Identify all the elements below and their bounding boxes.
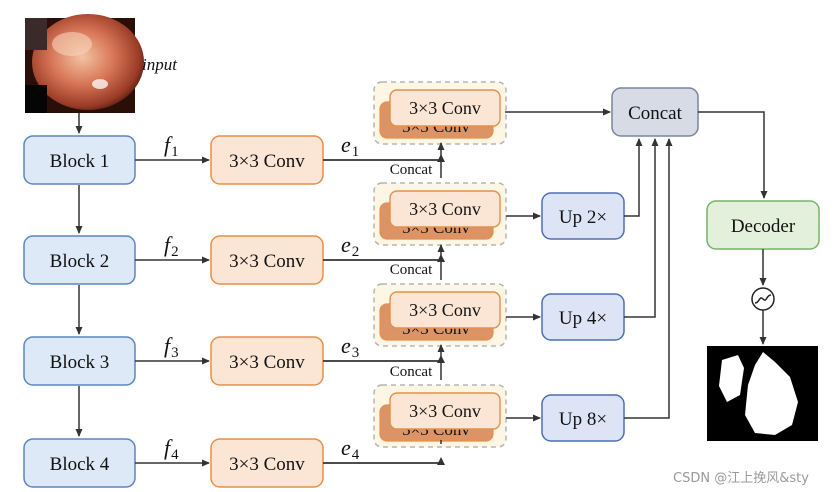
concat-small-label-1: Concat <box>390 162 433 178</box>
e-label-1: e1 <box>341 132 359 160</box>
up4-to-concat-arrow <box>624 138 659 318</box>
concat-main-label: Concat <box>628 103 683 124</box>
encoder-block-4: Block 4 <box>23 438 136 488</box>
conv-box-3: 3×3 Conv <box>210 336 324 386</box>
conv-label: 3×3 Conv <box>229 151 305 172</box>
up-sample-box-2: Up 4× <box>541 293 625 341</box>
encoder-block-label: Block 3 <box>50 352 110 373</box>
concat-small-label-3: Concat <box>390 364 433 380</box>
conv-front-label: 3×3 Conv <box>409 401 481 421</box>
conv-front-label: 3×3 Conv <box>409 199 481 219</box>
encoder-block-2: Block 2 <box>23 235 136 285</box>
up-sample-label: Up 2× <box>559 207 607 228</box>
encoder-block-3: Block 3 <box>23 336 136 386</box>
up2-to-concat-arrow <box>624 138 643 217</box>
feature-label-1: f1 <box>164 132 179 160</box>
e-label-2: e2 <box>341 232 359 260</box>
conv-front-label: 3×3 Conv <box>409 98 481 118</box>
decoder-label: Decoder <box>731 216 796 237</box>
decoder-node: Decoder <box>706 200 820 250</box>
conv-box-4: 3×3 Conv <box>210 438 324 488</box>
up-sample-box-3: Up 8× <box>541 394 625 442</box>
conv-front-label: 3×3 Conv <box>409 300 481 320</box>
segmentation-mask-image <box>707 346 818 441</box>
concat-small-label-2: Concat <box>390 262 433 278</box>
feature-label-4: f4 <box>164 435 179 463</box>
encoder-block-label: Block 1 <box>50 151 110 172</box>
conv-box-1: 3×3 Conv <box>210 135 324 185</box>
conv-label: 3×3 Conv <box>229 251 305 272</box>
up8-to-concat-arrow <box>624 138 673 419</box>
conv-box-2: 3×3 Conv <box>210 235 324 285</box>
feature-label-2: f2 <box>164 232 179 260</box>
concat-main-node: Concat <box>611 87 699 137</box>
up-sample-label: Up 8× <box>559 409 607 430</box>
encoder-block-label: Block 2 <box>50 251 110 272</box>
chain-arrowhead-4 <box>437 457 445 465</box>
sigmoid-icon <box>751 287 775 311</box>
input-label: input <box>142 55 178 74</box>
watermark: CSDN @江上挽风&sty <box>673 471 809 486</box>
up-sample-label: Up 4× <box>559 308 607 329</box>
e-label-3: e3 <box>341 333 359 361</box>
up-sample-box-1: Up 2× <box>541 192 625 240</box>
feature-label-3: f3 <box>164 333 179 361</box>
encoder-block-label: Block 4 <box>50 454 110 475</box>
encoder-block-1: Block 1 <box>23 135 136 185</box>
e-label-4: e4 <box>341 435 360 463</box>
conv-label: 3×3 Conv <box>229 352 305 373</box>
conv-label: 3×3 Conv <box>229 454 305 475</box>
endoscopy-input-image <box>25 14 144 113</box>
concat-to-decoder-arrow <box>698 111 768 199</box>
